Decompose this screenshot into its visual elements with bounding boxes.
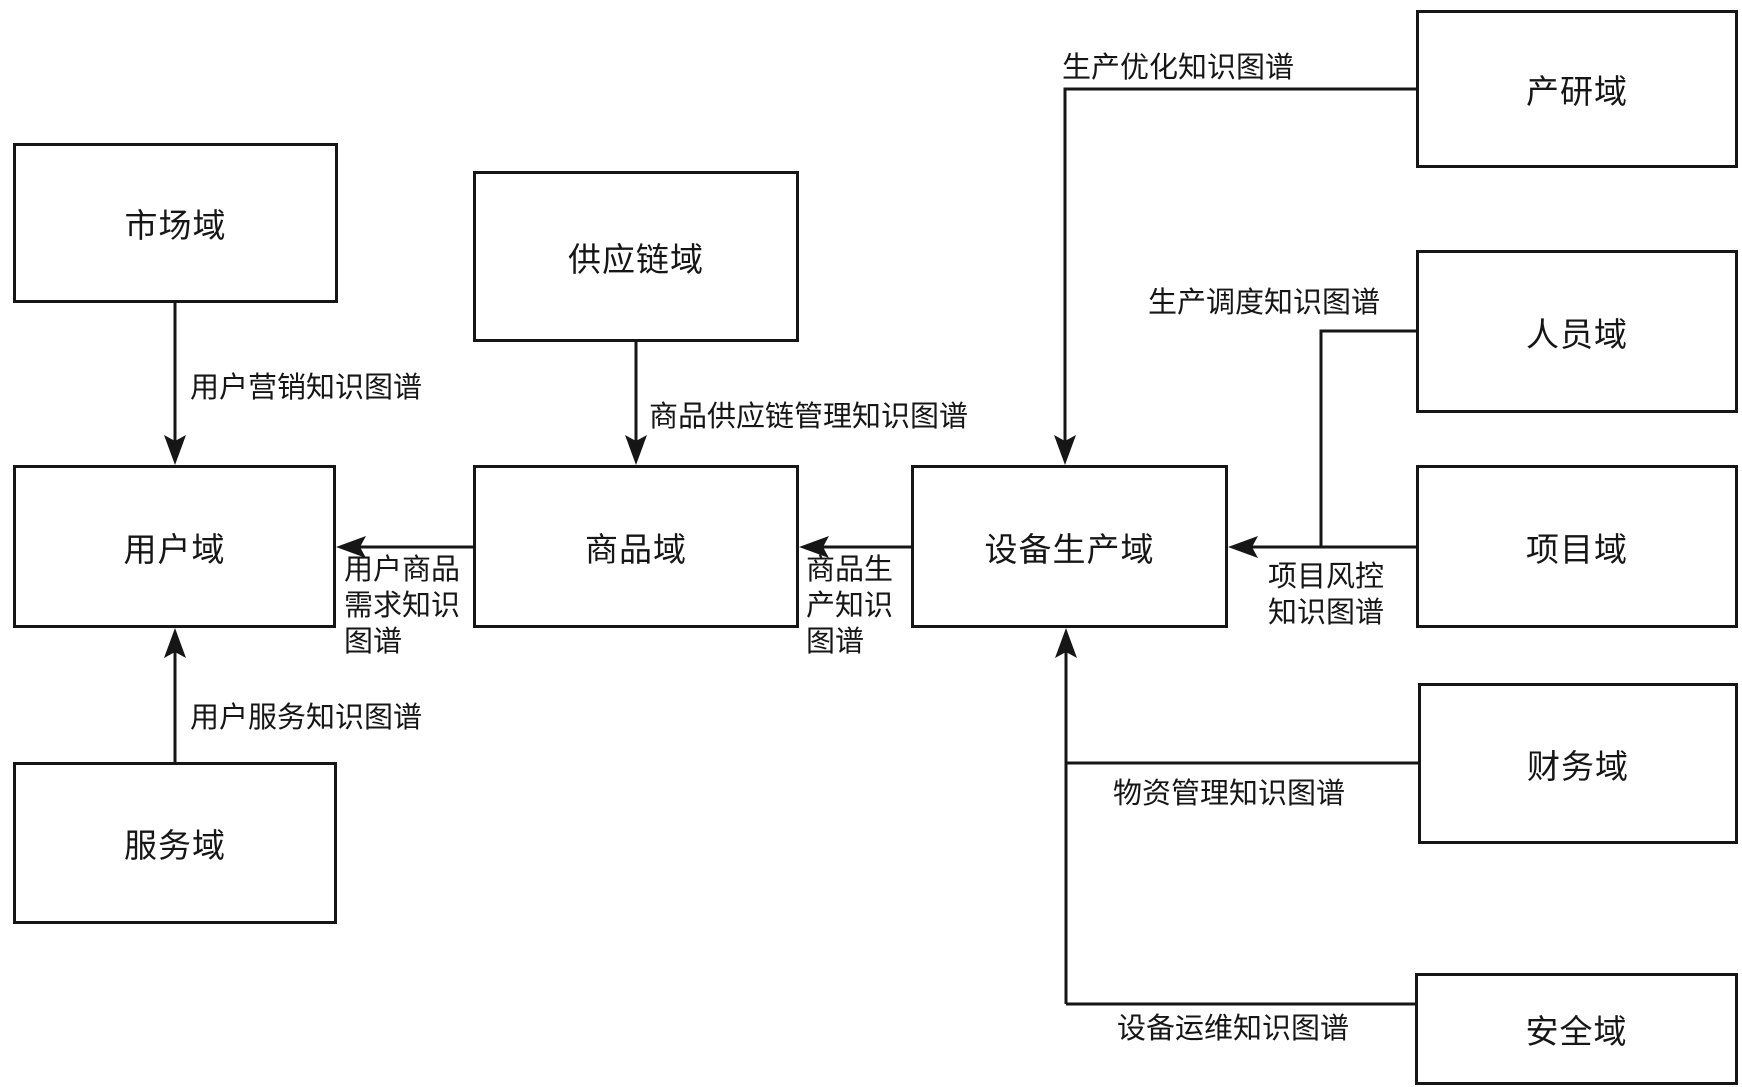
node-commodity-domain-label: 商品域	[585, 530, 687, 568]
node-personnel-domain: 人员域	[1416, 250, 1738, 413]
node-finance-domain-label: 财务域	[1527, 747, 1629, 785]
node-project-domain-label: 项目域	[1526, 530, 1628, 568]
arrowhead-left-commodity-right	[799, 536, 829, 558]
arrowhead-down-commodity-top	[625, 435, 647, 465]
node-market-domain-label: 市场域	[124, 207, 227, 244]
edge-label-user-commodity-demand-kg: 用户商品 需求知识 图谱	[344, 554, 461, 658]
node-security-domain: 安全域	[1415, 973, 1738, 1085]
arrowhead-left-equipment-right	[1228, 536, 1258, 558]
edge-label-material-management-kg: 物资管理知识图谱	[1113, 778, 1346, 810]
edge-personnel-to-equipment-line	[1319, 329, 1416, 547]
node-equipment-production-domain-label: 设备生产域	[984, 530, 1155, 568]
edge-label-equipment-maintenance-kg: 设备运维知识图谱	[1117, 1013, 1350, 1045]
arrowhead-down-equipment-top	[1054, 435, 1076, 465]
edge-label-user-marketing-kg: 用户营销知识图谱	[190, 372, 423, 404]
edge-label-user-service-kg: 用户服务知识图谱	[190, 702, 423, 734]
edge-label-commodity-supplychain-management-kg: 商品供应链管理知识图谱	[649, 401, 969, 433]
node-commodity-domain: 商品域	[473, 465, 799, 628]
arrowhead-left-user-right	[336, 536, 366, 558]
node-product-research-domain: 产研域	[1416, 10, 1738, 168]
edge-label-production-scheduling-kg: 生产调度知识图谱	[1148, 287, 1381, 319]
edge-productresearch-to-equipment-line	[1063, 87, 1416, 444]
node-product-research-domain-label: 产研域	[1526, 73, 1628, 110]
arrowhead-up-user-bottom	[164, 628, 186, 658]
node-user-domain-label: 用户域	[123, 530, 226, 568]
node-user-domain: 用户域	[13, 465, 336, 628]
arrowhead-up-equipment-bottom	[1055, 628, 1077, 658]
edge-label-commodity-production-kg: 商品生 产知识 图谱	[806, 554, 894, 658]
edge-label-project-risk-control-kg: 项目风控 知识图谱	[1268, 561, 1385, 629]
node-finance-domain: 财务域	[1418, 683, 1738, 844]
node-security-domain-label: 安全域	[1525, 1013, 1628, 1050]
node-supply-chain-domain-label: 供应链域	[568, 240, 704, 278]
arrowhead-down-user-top	[164, 435, 186, 465]
node-equipment-production-domain: 设备生产域	[911, 465, 1228, 628]
node-personnel-domain-label: 人员域	[1526, 315, 1628, 353]
edge-label-production-optimization-kg: 生产优化知识图谱	[1062, 52, 1295, 84]
node-market-domain: 市场域	[13, 143, 338, 303]
node-supply-chain-domain: 供应链域	[473, 171, 799, 342]
node-service-domain-label: 服务域	[124, 827, 226, 864]
node-service-domain: 服务域	[13, 762, 337, 924]
node-project-domain: 项目域	[1416, 465, 1738, 628]
